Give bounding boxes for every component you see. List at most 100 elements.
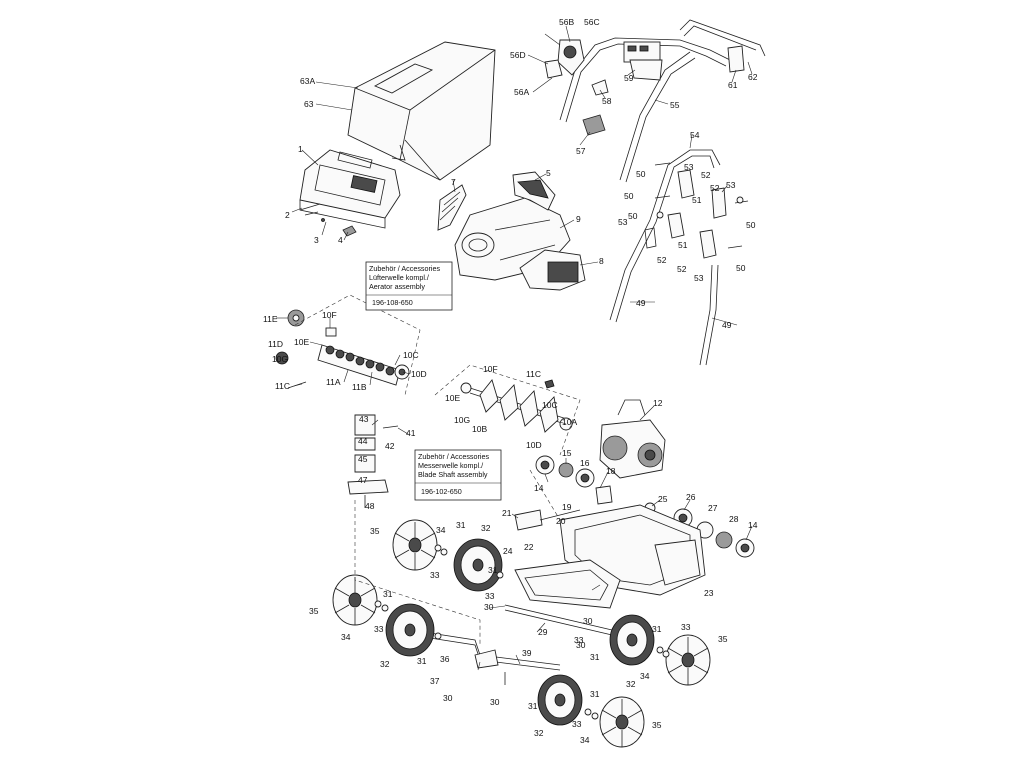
axles	[429, 604, 613, 685]
leader-lines	[276, 25, 753, 671]
callout-31-b: 31	[488, 565, 498, 575]
callout-10D: 10D	[411, 369, 427, 379]
accessory-box-blade-line2: Messerwelle kompl./	[418, 461, 483, 470]
callout-22: 22	[524, 542, 534, 552]
chassis	[514, 504, 706, 609]
callout-49-b: 49	[722, 320, 732, 330]
callout-53-c: 53	[618, 217, 628, 227]
callout-26: 26	[686, 492, 696, 502]
callout-19: 19	[562, 502, 572, 512]
callout-30-e: 30	[583, 616, 593, 626]
callout-59: 59	[624, 73, 634, 83]
accessory-box-aerator: Zubehör / Accessories Lüfterwelle kompl.…	[365, 261, 453, 311]
callout-32-b: 32	[380, 659, 390, 669]
callout-48: 48	[365, 501, 375, 511]
callout-52-b: 52	[710, 183, 720, 193]
wheels	[332, 519, 711, 748]
callout-11E: 11E	[263, 314, 278, 324]
callout-31-a: 31	[456, 520, 466, 530]
callout-30-b: 30	[443, 693, 453, 703]
callout-21: 21	[502, 508, 512, 518]
callout-1: 1	[298, 144, 303, 154]
callout-30-c: 30	[490, 697, 500, 707]
callout-16: 16	[580, 458, 590, 468]
callout-31-g: 31	[528, 701, 538, 711]
callout-44: 44	[358, 436, 368, 446]
callout-45: 45	[358, 454, 368, 464]
callout-10F-blade: 10F	[483, 364, 498, 374]
callout-23: 23	[704, 588, 714, 598]
callout-53-d: 53	[694, 273, 704, 283]
callout-36: 36	[440, 654, 450, 664]
callout-7: 7	[451, 177, 456, 187]
callout-32-a: 32	[481, 523, 491, 533]
accessory-box-aerator-line3: Aerator assembly	[369, 282, 425, 291]
callout-47: 47	[358, 475, 368, 485]
callout-37: 37	[430, 676, 440, 686]
callout-42: 42	[385, 441, 395, 451]
callout-54: 54	[690, 130, 700, 140]
blade-shaft	[460, 379, 573, 433]
handle-bolts	[654, 162, 749, 249]
callout-35-d: 35	[652, 720, 662, 730]
hubcap-35-c	[665, 634, 711, 686]
callout-28: 28	[729, 514, 739, 524]
accessory-box-aerator-line2: Lüfterwelle kompl./	[369, 273, 429, 282]
callout-11A: 11A	[326, 377, 341, 387]
hubcap-35-b	[332, 574, 378, 626]
motor-cover	[437, 171, 586, 291]
callout-34-d: 34	[580, 735, 590, 745]
callout-43: 43	[359, 414, 369, 424]
callout-61: 61	[728, 80, 738, 90]
callout-9: 9	[576, 214, 581, 224]
accessory-box-aerator-line1: Zubehör / Accessories	[369, 264, 441, 273]
callout-35-c: 35	[718, 634, 728, 644]
wheel-32-c	[609, 614, 655, 666]
assembly-lines	[294, 294, 581, 645]
callout-52-c: 52	[657, 255, 667, 265]
callout-56B: 56C	[584, 17, 600, 27]
callout-63A: 63A	[300, 76, 315, 86]
callout-18: 18	[606, 466, 616, 476]
rear-flap	[299, 149, 401, 229]
accessory-box-blade-code: 196-102-650	[421, 487, 462, 496]
hubcap-35-d	[599, 696, 645, 748]
callout-11B: 11B	[352, 382, 367, 392]
callout-31-e: 31	[590, 652, 600, 662]
callout-30-d: 30	[576, 640, 586, 650]
callout-34-b: 34	[341, 632, 351, 642]
callout-11D: 11D	[268, 339, 283, 349]
hubcap-35-a	[392, 519, 438, 571]
callout-10D-blade: 10D	[526, 440, 542, 450]
callout-30-a: 30	[484, 602, 494, 612]
callout-15: 15	[562, 448, 572, 458]
callout-14-a: 14	[534, 483, 544, 493]
grass-bag	[347, 41, 496, 181]
callout-41: 41	[406, 428, 416, 438]
callout-50-e: 50	[736, 263, 746, 273]
callout-11C-blade: 11C	[526, 369, 541, 379]
callout-10E-blade: 10E	[445, 393, 460, 403]
callout-10F: 10F	[322, 310, 337, 320]
callout-33-c: 33	[374, 624, 384, 634]
callout-8: 8	[599, 256, 604, 266]
callout-50-b: 50	[624, 191, 634, 201]
callout-50-a: 50	[636, 169, 646, 179]
callout-27: 27	[708, 503, 718, 513]
callout-33-d: 33	[574, 635, 584, 645]
callout-34-a: 34	[436, 525, 446, 535]
callout-39: 39	[522, 648, 532, 658]
callout-53-a: 53	[684, 162, 694, 172]
accessory-box-blade-line3: Blade Shaft assembly	[418, 470, 488, 479]
callout-10E: 10E	[294, 337, 309, 347]
wheel-32-b	[385, 603, 435, 657]
callout-10A: 10A	[562, 417, 577, 427]
callout-33-e: 33	[681, 622, 691, 632]
callout-10G: 10G	[272, 354, 288, 364]
callout-3: 3	[314, 235, 319, 245]
accessory-box-aerator-code: 196-108-650	[372, 298, 413, 307]
callout-33-f: 33	[572, 719, 582, 729]
callout-10G-blade: 10G	[454, 415, 470, 425]
callout-14-b: 14	[748, 520, 758, 530]
